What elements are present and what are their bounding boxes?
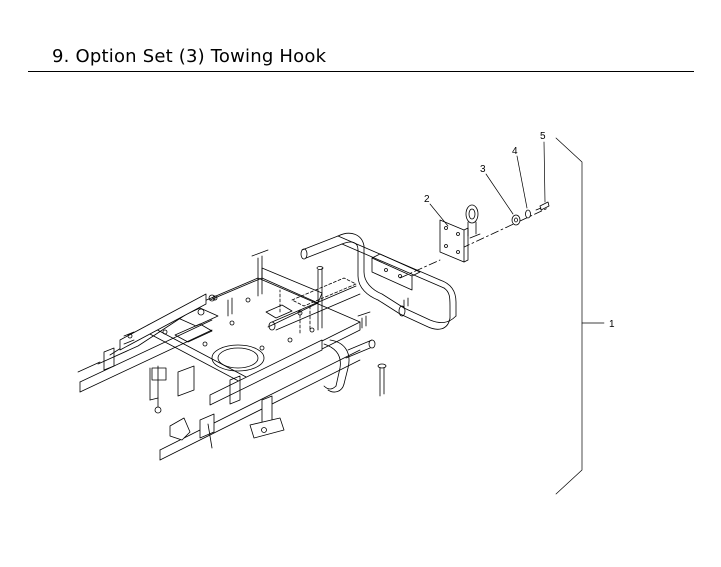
chassis-frame	[77, 267, 361, 461]
callout-labels: 1 2 3 4 5	[424, 131, 615, 330]
fasteners	[227, 249, 387, 397]
towing-hook-assembly	[399, 201, 550, 279]
callout-1: 1	[609, 319, 615, 330]
callout-4: 4	[512, 146, 518, 157]
callout-3: 3	[480, 164, 486, 175]
bumper-frame	[279, 232, 457, 393]
callout-2: 2	[424, 194, 430, 205]
page-title: 9. Option Set (3) Towing Hook	[52, 46, 327, 67]
callout-5: 5	[540, 131, 546, 142]
leader-lines	[429, 137, 605, 495]
title-underline	[28, 71, 694, 72]
